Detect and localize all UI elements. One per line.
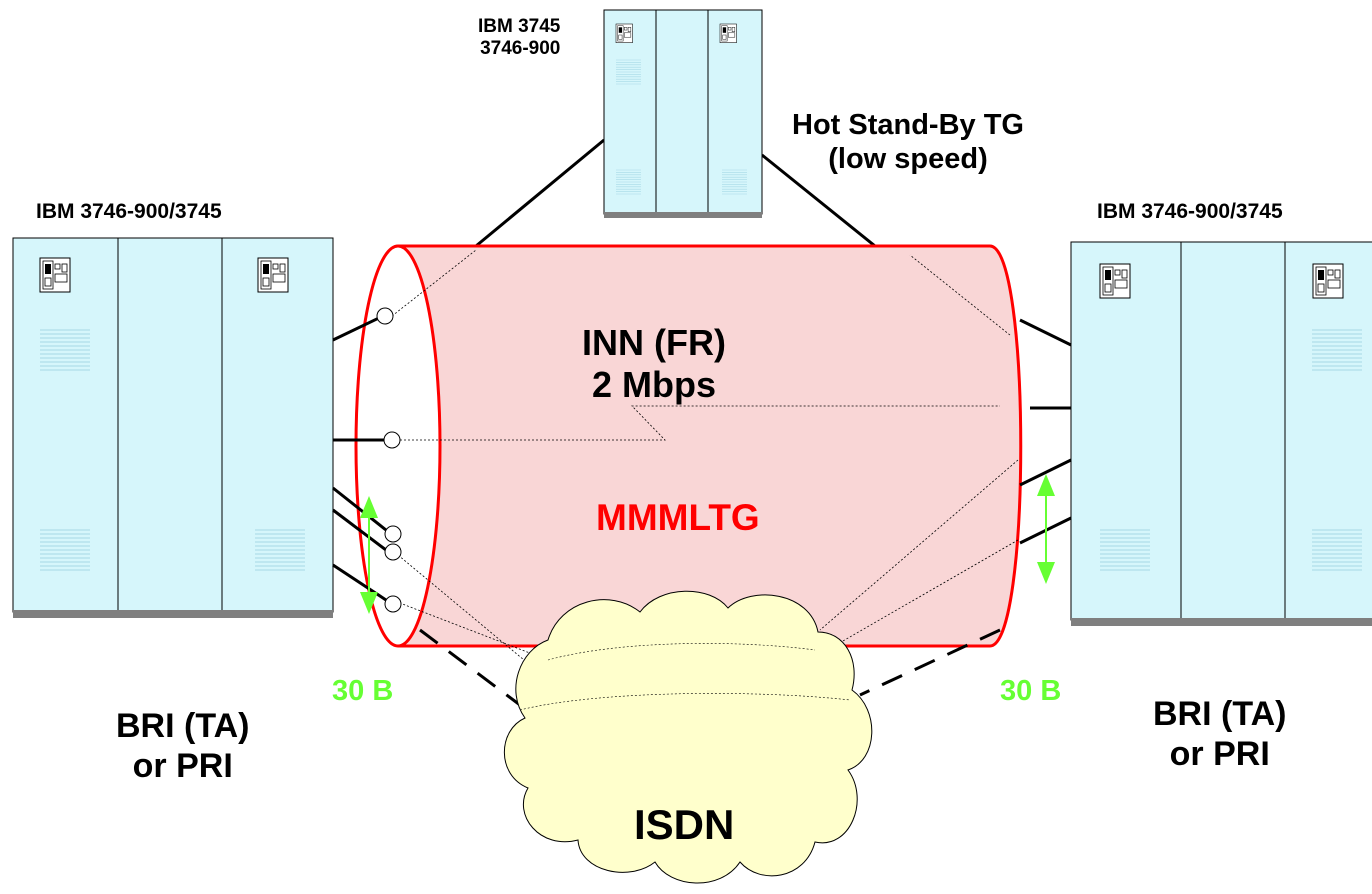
panel-icon [39, 257, 71, 293]
channel-arrow-right [1037, 474, 1055, 584]
top-cabinet [603, 9, 763, 218]
left-cabinet [12, 237, 334, 618]
right-cabinet [1070, 241, 1372, 626]
right-channels-label: 30 B [1000, 675, 1062, 707]
panel-icon [1099, 263, 1131, 299]
isdn-dashed-links [419, 628, 1001, 707]
inn-tube [363, 246, 1020, 646]
inn-label: INN (FR) 2 Mbps [582, 322, 726, 406]
channel-arrow-left [360, 496, 378, 614]
isdn-cloud [504, 590, 873, 884]
right-access-label: BRI (TA) or PRI [1153, 695, 1287, 774]
standby-link-left [475, 138, 605, 248]
top-device-label: IBM 3745 3746-900 [478, 16, 561, 60]
right-device-label: IBM 3746-900/3745 [1097, 200, 1283, 223]
left-links [332, 314, 387, 602]
panel-icon [1312, 263, 1344, 299]
panel-icon [615, 23, 633, 43]
panel-icon [719, 23, 737, 43]
mmmltg-label: MMMLTG [596, 497, 760, 538]
hot-standby-label: Hot Stand-By TG (low speed) [792, 109, 1024, 176]
internal-paths [391, 249, 1019, 691]
isdn-label: ISDN [634, 801, 735, 848]
left-access-label: BRI (TA) or PRI [116, 707, 250, 786]
left-device-label: IBM 3746-900/3745 [36, 200, 222, 223]
panel-icon [257, 257, 289, 293]
tube-ports [376, 307, 402, 613]
left-channels-label: 30 B [332, 675, 394, 707]
